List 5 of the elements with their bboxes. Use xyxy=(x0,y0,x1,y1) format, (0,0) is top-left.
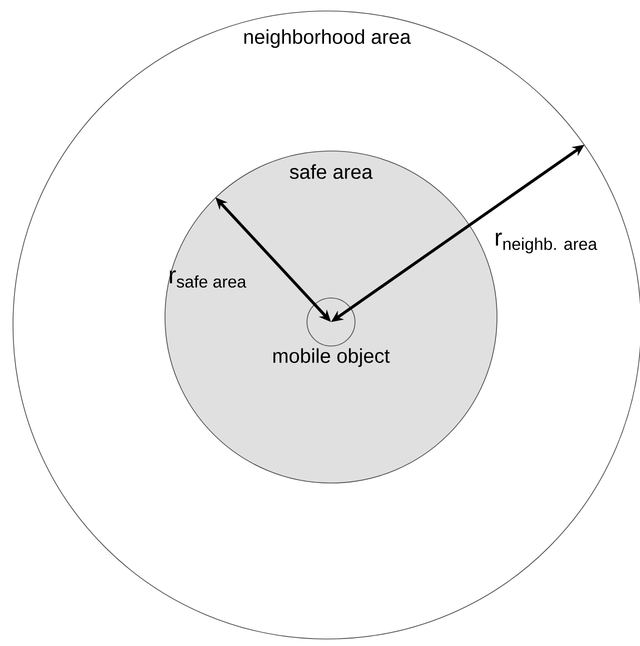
area-label: safe area xyxy=(290,164,373,179)
edge-label: $\text{r}_{\text{neighb. area}}$ xyxy=(496,232,598,254)
area-label: neighborhood area xyxy=(244,29,411,48)
object-label: mobile object xyxy=(273,348,390,367)
edge-label: $\text{r}_{\text{safe area}}$ xyxy=(170,270,246,288)
